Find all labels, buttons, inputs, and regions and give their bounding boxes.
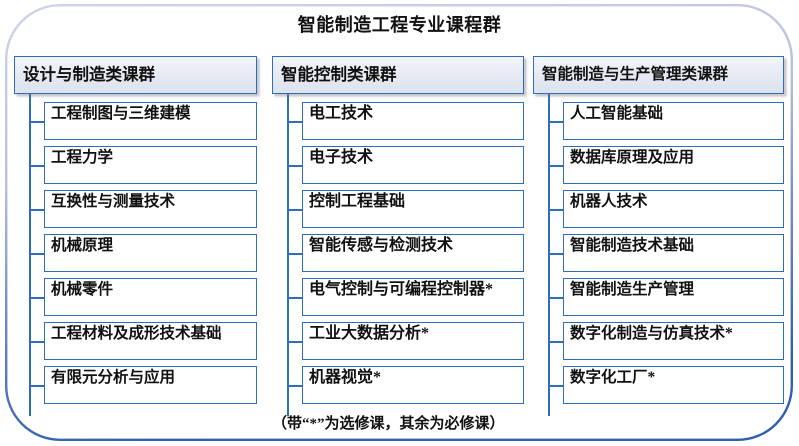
course-item-label: 人工智能基础 — [570, 105, 664, 122]
course-group-column-intelligent-control: 智能控制类课群 电工技术 电子技术 控制工程基础 智能传感与检测技术 — [272, 56, 524, 416]
group-tree-2: 人工智能基础 数据库原理及应用 机器人技术 智能制造技术基础 智能制造生产管理 — [533, 94, 784, 416]
course-item[interactable]: 智能制造生产管理 — [549, 278, 784, 316]
course-item[interactable]: 数据库原理及应用 — [549, 146, 784, 184]
group-header-label-1: 智能控制类课群 — [281, 64, 397, 84]
course-item-label: 智能制造技术基础 — [570, 237, 695, 254]
course-item[interactable]: 机器人技术 — [549, 190, 784, 228]
course-item[interactable]: 电工技术 — [288, 102, 524, 140]
course-item-list-0: 工程制图与三维建模 工程力学 互换性与测量技术 机械原理 机械零件 — [30, 94, 257, 404]
course-item[interactable]: 工程力学 — [30, 146, 257, 184]
course-item[interactable]: 数字化工厂* — [549, 366, 784, 404]
course-group-columns: 设计与制造类课群 工程制图与三维建模 工程力学 互换性与测量技术 机械原理 — [0, 56, 799, 446]
course-item[interactable]: 数字化制造与仿真技术* — [549, 322, 784, 360]
course-item[interactable]: 工程制图与三维建模 — [30, 102, 257, 140]
course-item-label: 数字化工厂* — [570, 369, 656, 386]
course-item[interactable]: 机器视觉* — [288, 366, 524, 404]
course-item-label: 机器人技术 — [570, 193, 648, 210]
course-item[interactable]: 机械零件 — [30, 278, 257, 316]
group-header-label-0: 设计与制造类课群 — [23, 64, 155, 84]
group-header-box-0[interactable]: 设计与制造类课群 — [14, 56, 257, 94]
tree-trunk-line-2 — [548, 94, 550, 416]
course-item-label: 工程力学 — [51, 149, 114, 166]
course-item[interactable]: 互换性与测量技术 — [30, 190, 257, 228]
course-item-label: 有限元分析与应用 — [51, 369, 176, 386]
course-item[interactable]: 有限元分析与应用 — [30, 366, 257, 404]
course-item-label: 电子技术 — [309, 149, 374, 166]
tree-trunk-line-1 — [287, 94, 289, 416]
tree-trunk-line-0 — [29, 94, 31, 416]
course-item[interactable]: 机械原理 — [30, 234, 257, 272]
group-tree-1: 电工技术 电子技术 控制工程基础 智能传感与检测技术 电气控制与可编程控制器* — [272, 94, 524, 416]
legend-footnote: （带“*”为选修课，其余为必修课） — [272, 416, 505, 432]
course-item[interactable]: 控制工程基础 — [288, 190, 524, 228]
course-item-label: 控制工程基础 — [309, 193, 406, 210]
course-item[interactable]: 人工智能基础 — [549, 102, 784, 140]
course-item-label: 数据库原理及应用 — [570, 149, 695, 166]
course-item-label: 智能传感与检测技术 — [309, 237, 454, 254]
course-item-label: 互换性与测量技术 — [51, 193, 176, 210]
course-item[interactable]: 电子技术 — [288, 146, 524, 184]
course-item[interactable]: 工业大数据分析* — [288, 322, 524, 360]
course-group-column-design-manufacturing: 设计与制造类课群 工程制图与三维建模 工程力学 互换性与测量技术 机械原理 — [14, 56, 257, 416]
course-item-label: 工程材料及成形技术基础 — [51, 325, 222, 342]
group-header-label-2: 智能制造与生产管理类课群 — [542, 66, 729, 84]
course-item-label: 机械零件 — [51, 281, 114, 298]
page-title: 智能制造工程专业课程群 — [297, 15, 502, 35]
course-item[interactable]: 电气控制与可编程控制器* — [288, 278, 524, 316]
course-item-list-2: 人工智能基础 数据库原理及应用 机器人技术 智能制造技术基础 智能制造生产管理 — [549, 94, 784, 404]
course-item-list-1: 电工技术 电子技术 控制工程基础 智能传感与检测技术 电气控制与可编程控制器* — [288, 94, 524, 404]
course-group-column-smart-manufacturing-management: 智能制造与生产管理类课群 人工智能基础 数据库原理及应用 机器人技术 智能制造技… — [533, 56, 784, 416]
course-item-label: 数字化制造与仿真技术* — [570, 325, 733, 342]
course-item-label: 工业大数据分析* — [309, 325, 430, 342]
outer-frame — [5, 4, 793, 441]
course-item[interactable]: 工程材料及成形技术基础 — [30, 322, 257, 360]
course-item[interactable]: 智能制造技术基础 — [549, 234, 784, 272]
course-item-label: 机器视觉* — [309, 369, 382, 386]
course-item-label: 工程制图与三维建模 — [51, 105, 191, 122]
course-item-label: 机械原理 — [51, 237, 114, 254]
course-item-label: 电工技术 — [309, 105, 374, 122]
course-item-label: 电气控制与可编程控制器* — [309, 281, 494, 298]
group-header-box-1[interactable]: 智能控制类课群 — [272, 56, 524, 94]
group-tree-0: 工程制图与三维建模 工程力学 互换性与测量技术 机械原理 机械零件 — [14, 94, 257, 416]
course-item-label: 智能制造生产管理 — [570, 281, 695, 298]
group-header-box-2[interactable]: 智能制造与生产管理类课群 — [533, 56, 784, 94]
course-item[interactable]: 智能传感与检测技术 — [288, 234, 524, 272]
